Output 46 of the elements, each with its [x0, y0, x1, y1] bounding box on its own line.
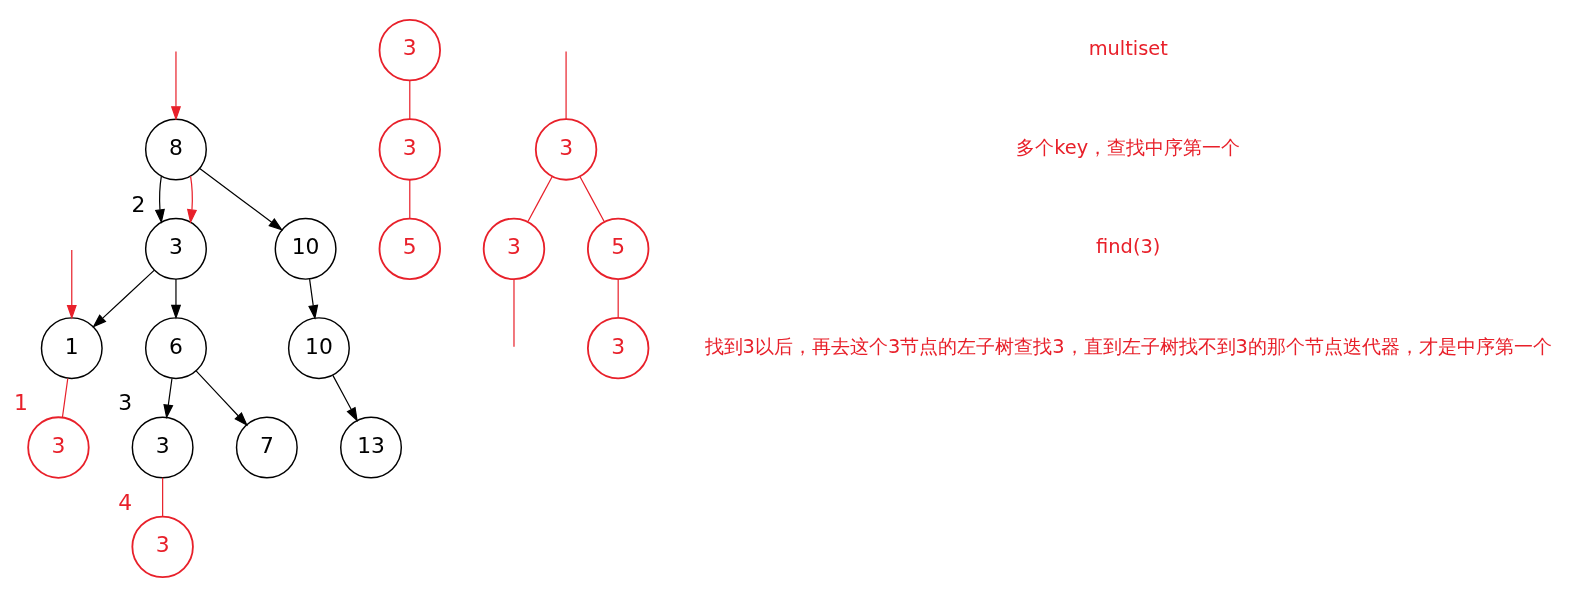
- arrow: [170, 278, 182, 320]
- label: 找到3以后，再去这个3节点的左子树查找3，直到左子树找不到3的那个节点迭代器，才是中序第一个: [704, 334, 1552, 358]
- arrow: [66, 249, 77, 320]
- arrow: [199, 167, 283, 231]
- connector: [162, 477, 164, 517]
- node-circle: 3: [131, 515, 194, 579]
- node-circle: 3: [131, 416, 194, 479]
- arrow: [332, 374, 358, 422]
- label: 多个key，查找中序第一个: [1016, 136, 1241, 160]
- arrow: [92, 269, 155, 328]
- connector: [513, 278, 515, 348]
- arrow: [163, 377, 174, 420]
- node-circle: 6: [144, 317, 207, 380]
- node-circle: 5: [586, 217, 650, 281]
- node-circle: 1: [40, 317, 103, 380]
- node-circle: 3: [534, 118, 598, 181]
- node-circle: 10: [287, 317, 350, 380]
- connector: [579, 176, 605, 223]
- node-circle: 3: [378, 18, 441, 82]
- node-circle: 13: [340, 416, 403, 479]
- arrow: [195, 370, 248, 427]
- node-circle: 8: [144, 118, 207, 181]
- node-circle: 5: [378, 217, 441, 281]
- arrow: [308, 278, 319, 320]
- connector: [565, 50, 567, 120]
- node-circle: 3: [378, 118, 441, 181]
- node-circle: 7: [235, 416, 298, 479]
- connector: [61, 377, 69, 418]
- label: multiset: [1088, 36, 1168, 60]
- node-circle: 3: [586, 316, 650, 380]
- arrow: [186, 175, 198, 224]
- node-circle: 3: [144, 217, 207, 280]
- node-label: 3: [118, 390, 133, 416]
- node-label: 4: [118, 489, 133, 515]
- label: find(3): [1096, 235, 1161, 259]
- node-circle: 3: [27, 416, 90, 479]
- arrow: [154, 175, 165, 224]
- node-circle: 3: [482, 217, 546, 281]
- node-label: 1: [13, 390, 28, 416]
- connector: [409, 179, 411, 219]
- connector: [527, 176, 553, 223]
- connector: [617, 278, 619, 319]
- node-label: 2: [131, 191, 146, 217]
- connector: [409, 79, 411, 120]
- node-circle: 10: [274, 217, 337, 280]
- arrow: [170, 50, 182, 121]
